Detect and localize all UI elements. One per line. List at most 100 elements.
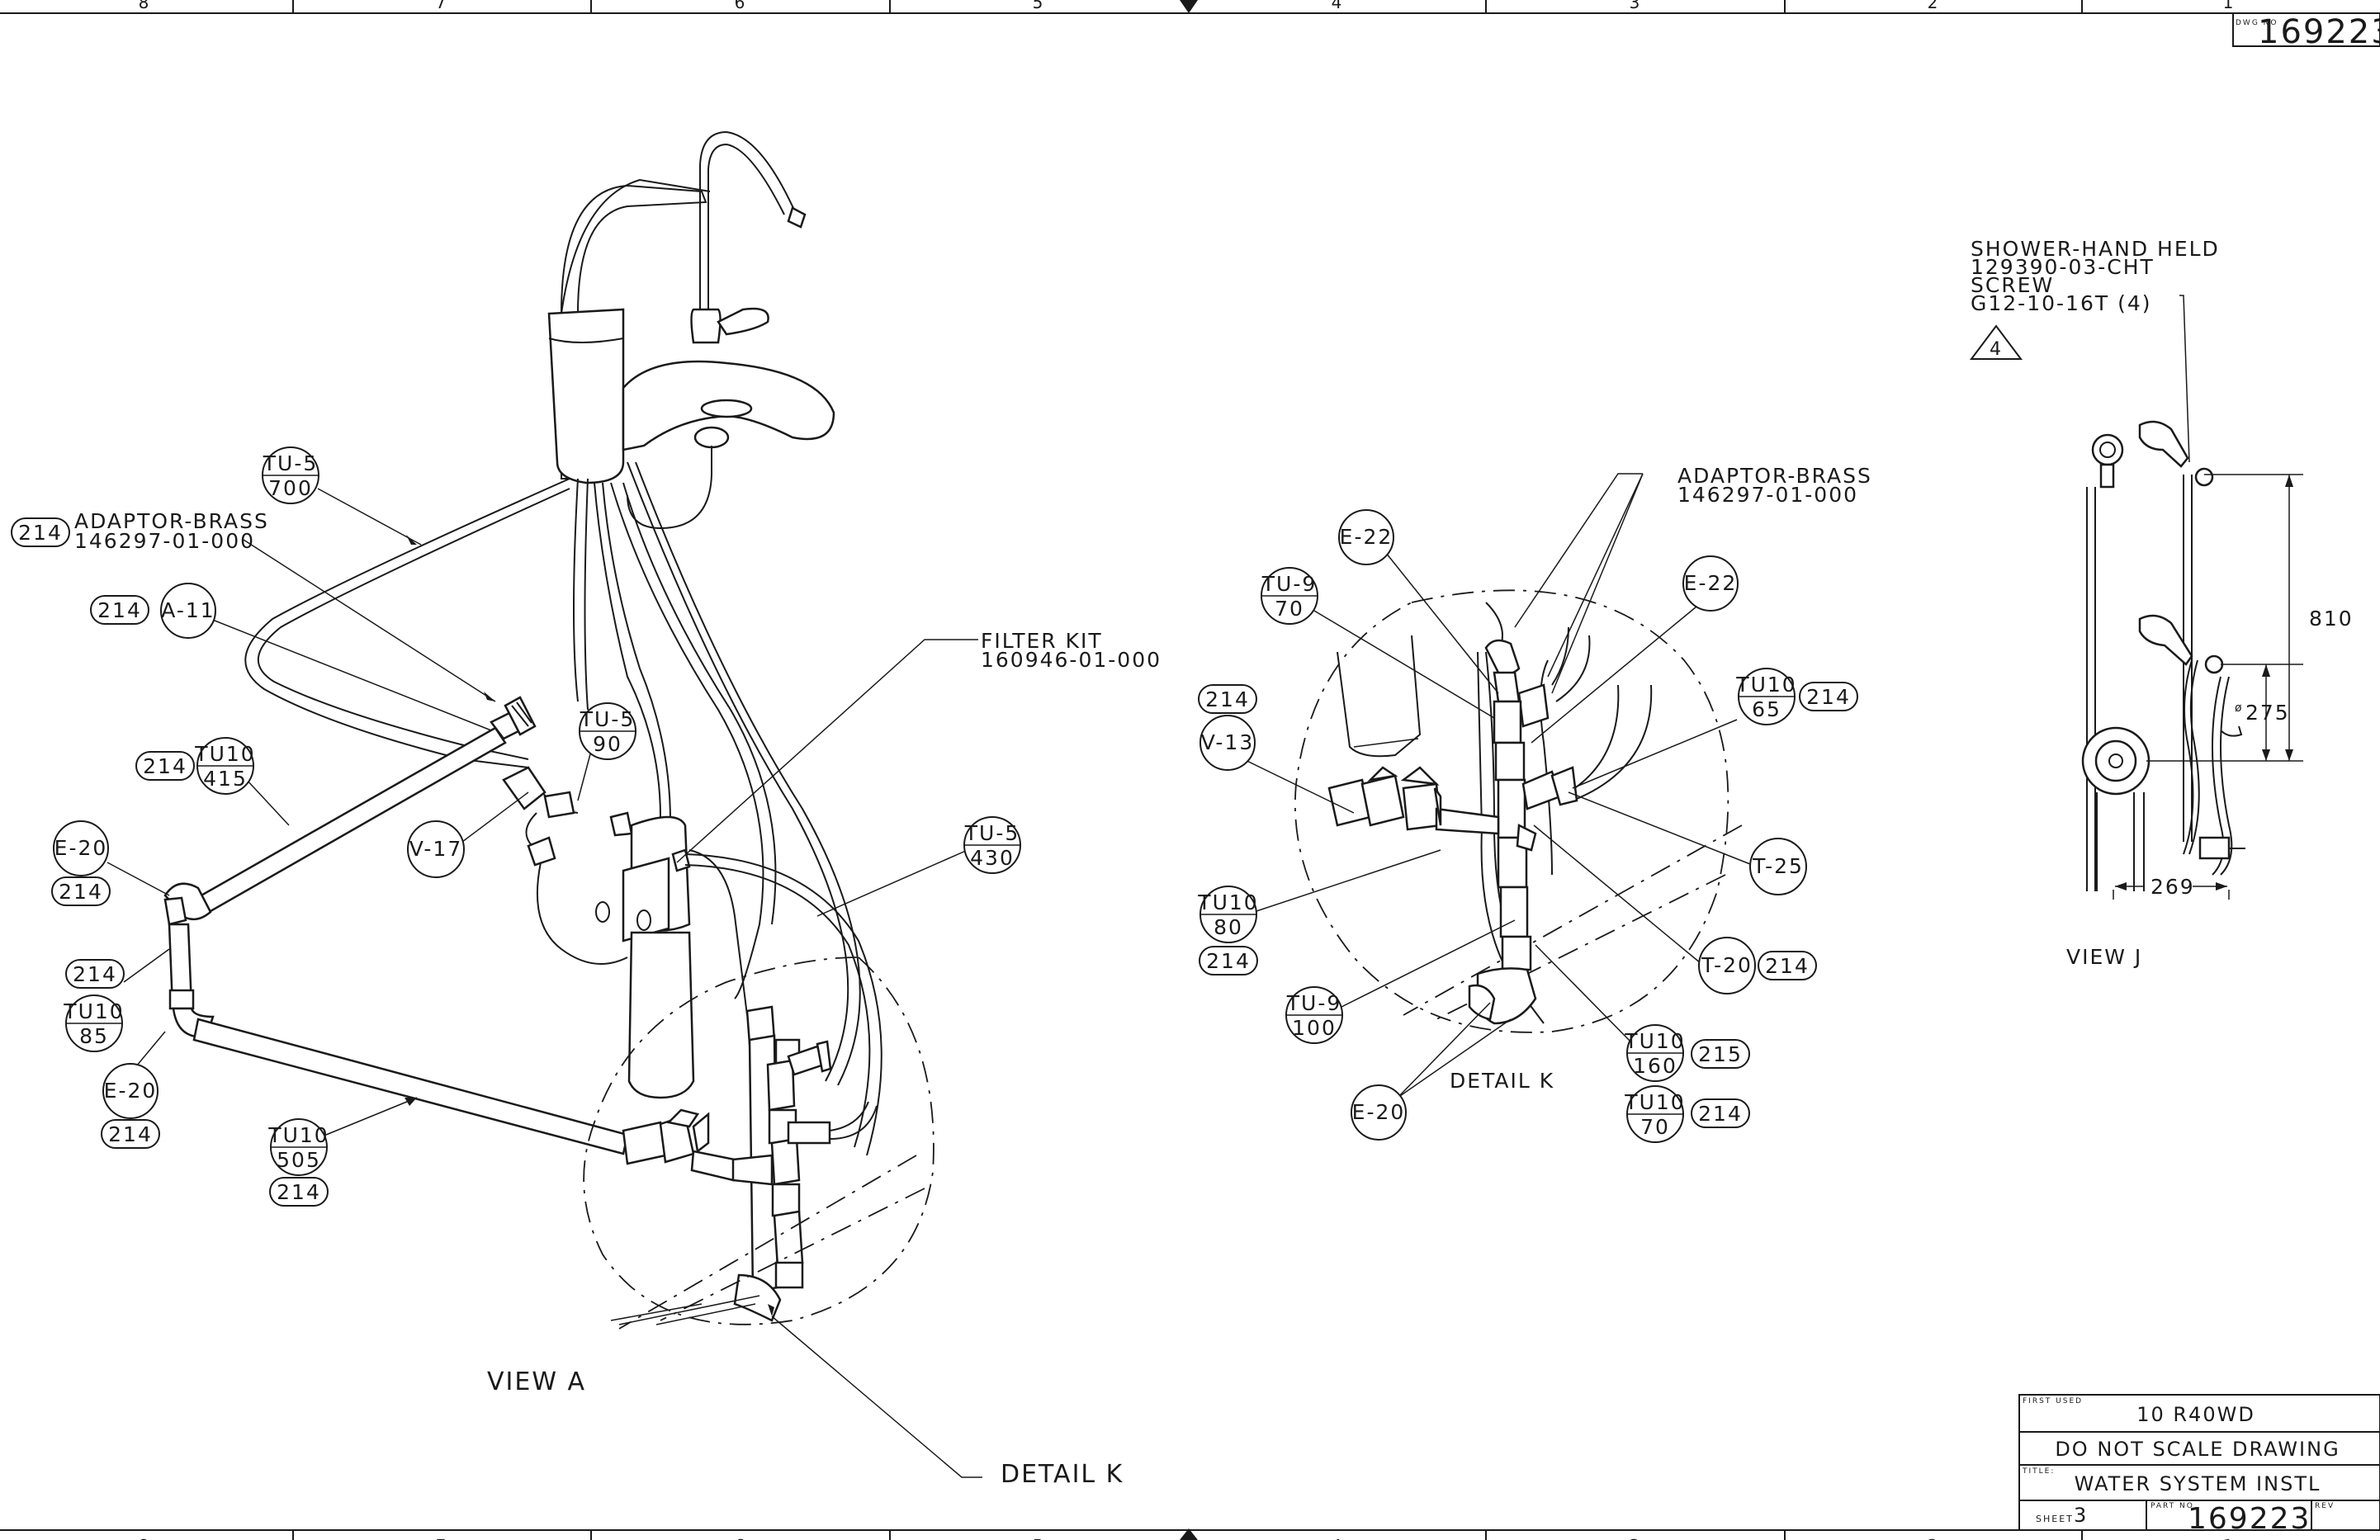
callout-k-e22-b-label: E-22 (1684, 571, 1738, 595)
callout-k-t20: T-20 214 (1698, 937, 1817, 994)
center-mark-top-icon (1180, 0, 1198, 13)
callout-k-214-v13-label: 214 (1205, 687, 1250, 711)
callout-k-214-65-label: 214 (1806, 685, 1851, 709)
callout-tu10-505: TU10 505 214 (267, 1118, 329, 1207)
callout-tu5-700-bottom: 700 (268, 476, 313, 500)
note-shower-line4: G12-10-16T (4) (1971, 291, 2151, 315)
callout-k-tu9-100: TU-9 100 (1285, 986, 1343, 1044)
dimension-275-prefix: ø (2235, 702, 2244, 715)
callout-k-tu10-160-bottom: 160 (1633, 1054, 1677, 1078)
zone-top-7: 7 (436, 0, 448, 12)
callout-tu5-90-top: TU-5 (580, 707, 636, 731)
zone-labels-bottom: 8 7 6 5 4 3 2 1 (139, 1536, 2234, 1540)
callout-k-v13-label: V-13 (1201, 730, 1254, 754)
zone-bottom-2: 2 (1928, 1536, 1940, 1540)
part-no-value: 169223 (2188, 1502, 2311, 1536)
zone-top-8: 8 (139, 0, 151, 12)
view-j-label: VIEW J (2066, 945, 2142, 969)
callout-214-tu10-505-label: 214 (277, 1180, 321, 1204)
callout-k-214-70-label: 214 (1698, 1102, 1743, 1126)
note-adaptor-right-line2: 146297-01-000 (1677, 483, 1858, 507)
dwg-number-label: DWG NO (2236, 19, 2278, 27)
callout-k-tu10-65-top: TU10 (1735, 673, 1796, 697)
callout-k-214-80-label: 214 (1206, 949, 1251, 973)
callout-tu5-430-bottom: 430 (970, 846, 1015, 870)
callout-214-tu10-85-label: 214 (73, 962, 117, 986)
revision-flag-number: 4 (1990, 339, 2003, 360)
callout-tu10-505-bottom: 505 (277, 1148, 321, 1172)
callout-tu5-90-bottom: 90 (593, 732, 622, 756)
scale-note: DO NOT SCALE DRAWING (2055, 1438, 2340, 1461)
callout-k-tu10-80-bottom: 80 (1214, 915, 1243, 939)
callout-v17: V-17 (407, 820, 465, 878)
zone-top-4: 4 (1332, 0, 1344, 12)
callout-tu10-85: 214 TU10 85 (63, 959, 125, 1052)
callout-tu5-90: TU-5 90 (579, 702, 636, 760)
callout-k-tu9-100-bottom: 100 (1292, 1016, 1337, 1040)
callout-214-a11: 214 A-11 (90, 583, 216, 639)
callout-tu10-505-top: TU10 (267, 1123, 329, 1147)
zone-bottom-5: 5 (1033, 1536, 1045, 1540)
callout-tu5-430: TU-5 430 (963, 816, 1021, 874)
dimension-275: 275 (2245, 701, 2290, 725)
dwg-number-box: DWG NO 169223 (2232, 12, 2380, 51)
callout-214-e20-bottom-label: 214 (108, 1122, 153, 1146)
detail-k-leaders (1229, 473, 1751, 1098)
callout-k-tu10-80: TU10 80 214 (1197, 886, 1258, 975)
view-j-dimensions (2113, 295, 2303, 900)
detail-k-drawing (1294, 589, 1743, 1033)
note-adaptor-left-line1: ADAPTOR-BRASS (74, 509, 269, 533)
note-adaptor-left: ADAPTOR-BRASS 146297-01-000 (74, 509, 269, 553)
note-shower-line3: SCREW (1971, 273, 2054, 297)
callout-k-tu9-100-top: TU-9 (1286, 991, 1342, 1015)
title-value: WATER SYSTEM INSTL (2075, 1472, 2321, 1495)
callout-e20-top-label: E-20 (54, 836, 108, 860)
revision-flag-icon: 4 (1970, 324, 2023, 360)
part-no-label: PART NO (2151, 1502, 2194, 1510)
callout-tu5-700-top: TU-5 (263, 451, 319, 475)
view-a-label: VIEW A (487, 1368, 586, 1396)
callout-214-a11-label: 214 (97, 598, 142, 622)
detail-k-label: DETAIL K (1450, 1069, 1554, 1093)
callout-k-e20-label: E-20 (1352, 1100, 1406, 1124)
callout-k-e22-b: E-22 (1682, 555, 1739, 612)
zone-bottom-6: 6 (735, 1536, 747, 1540)
callout-k-e22-a-label: E-22 (1340, 525, 1393, 549)
callout-k-e20: E-20 (1351, 1084, 1407, 1141)
zone-top-6: 6 (735, 0, 747, 12)
first-used-value: 10 R40WD (2136, 1403, 2255, 1426)
zone-bottom-3: 3 (1630, 1536, 1642, 1540)
callout-e20-top: E-20 214 (51, 820, 111, 906)
first-used-label: FIRST USED (2023, 1397, 2083, 1405)
view-a-leaders (106, 488, 982, 1478)
callout-tu10-415-bottom: 415 (203, 767, 248, 791)
sheet-value: 3 (2074, 1504, 2088, 1527)
note-shower-line1: SHOWER-HAND HELD (1971, 237, 2220, 261)
callout-k-v13: 214 V-13 (1198, 684, 1257, 771)
callout-214-tu10-415-label: 214 (143, 754, 187, 778)
callout-k-tu10-70-bottom: 70 (1640, 1115, 1670, 1139)
callout-k-tu10-70-top: TU10 (1624, 1090, 1685, 1114)
callout-tu10-85-bottom: 85 (79, 1024, 109, 1048)
callout-e20-bottom-label: E-20 (104, 1079, 158, 1103)
callout-k-tu10-160: TU10 160 215 (1624, 1024, 1750, 1082)
note-adaptor-right-line1: ADAPTOR-BRASS (1677, 464, 1872, 488)
callout-k-tu9-70-top: TU-9 (1261, 572, 1318, 596)
callout-k-tu10-65-bottom: 65 (1752, 697, 1781, 721)
center-mark-bottom-icon (1180, 1528, 1198, 1540)
callout-k-t25-label: T-25 (1752, 854, 1804, 878)
zone-top-2: 2 (1928, 0, 1940, 12)
callout-v17-label: V-17 (409, 837, 462, 861)
note-shower-line2: 129390-03-CHT (1971, 255, 2155, 279)
sheet-label: SHEET (2036, 1514, 2074, 1524)
callout-k-t20-label: T-20 (1701, 953, 1753, 977)
zone-bottom-7: 7 (436, 1536, 448, 1540)
callout-214-e20-top-label: 214 (59, 880, 103, 904)
callout-k-tu9-70: TU-9 70 (1261, 567, 1318, 625)
note-adaptor-right: ADAPTOR-BRASS 146297-01-000 (1677, 464, 1872, 507)
callout-k-tu10-65: TU10 65 214 (1735, 668, 1858, 725)
note-adaptor-left-line2: 146297-01-000 (74, 529, 255, 553)
title-block: FIRST USED 10 R40WD DO NOT SCALE DRAWING… (2018, 1394, 2380, 1536)
